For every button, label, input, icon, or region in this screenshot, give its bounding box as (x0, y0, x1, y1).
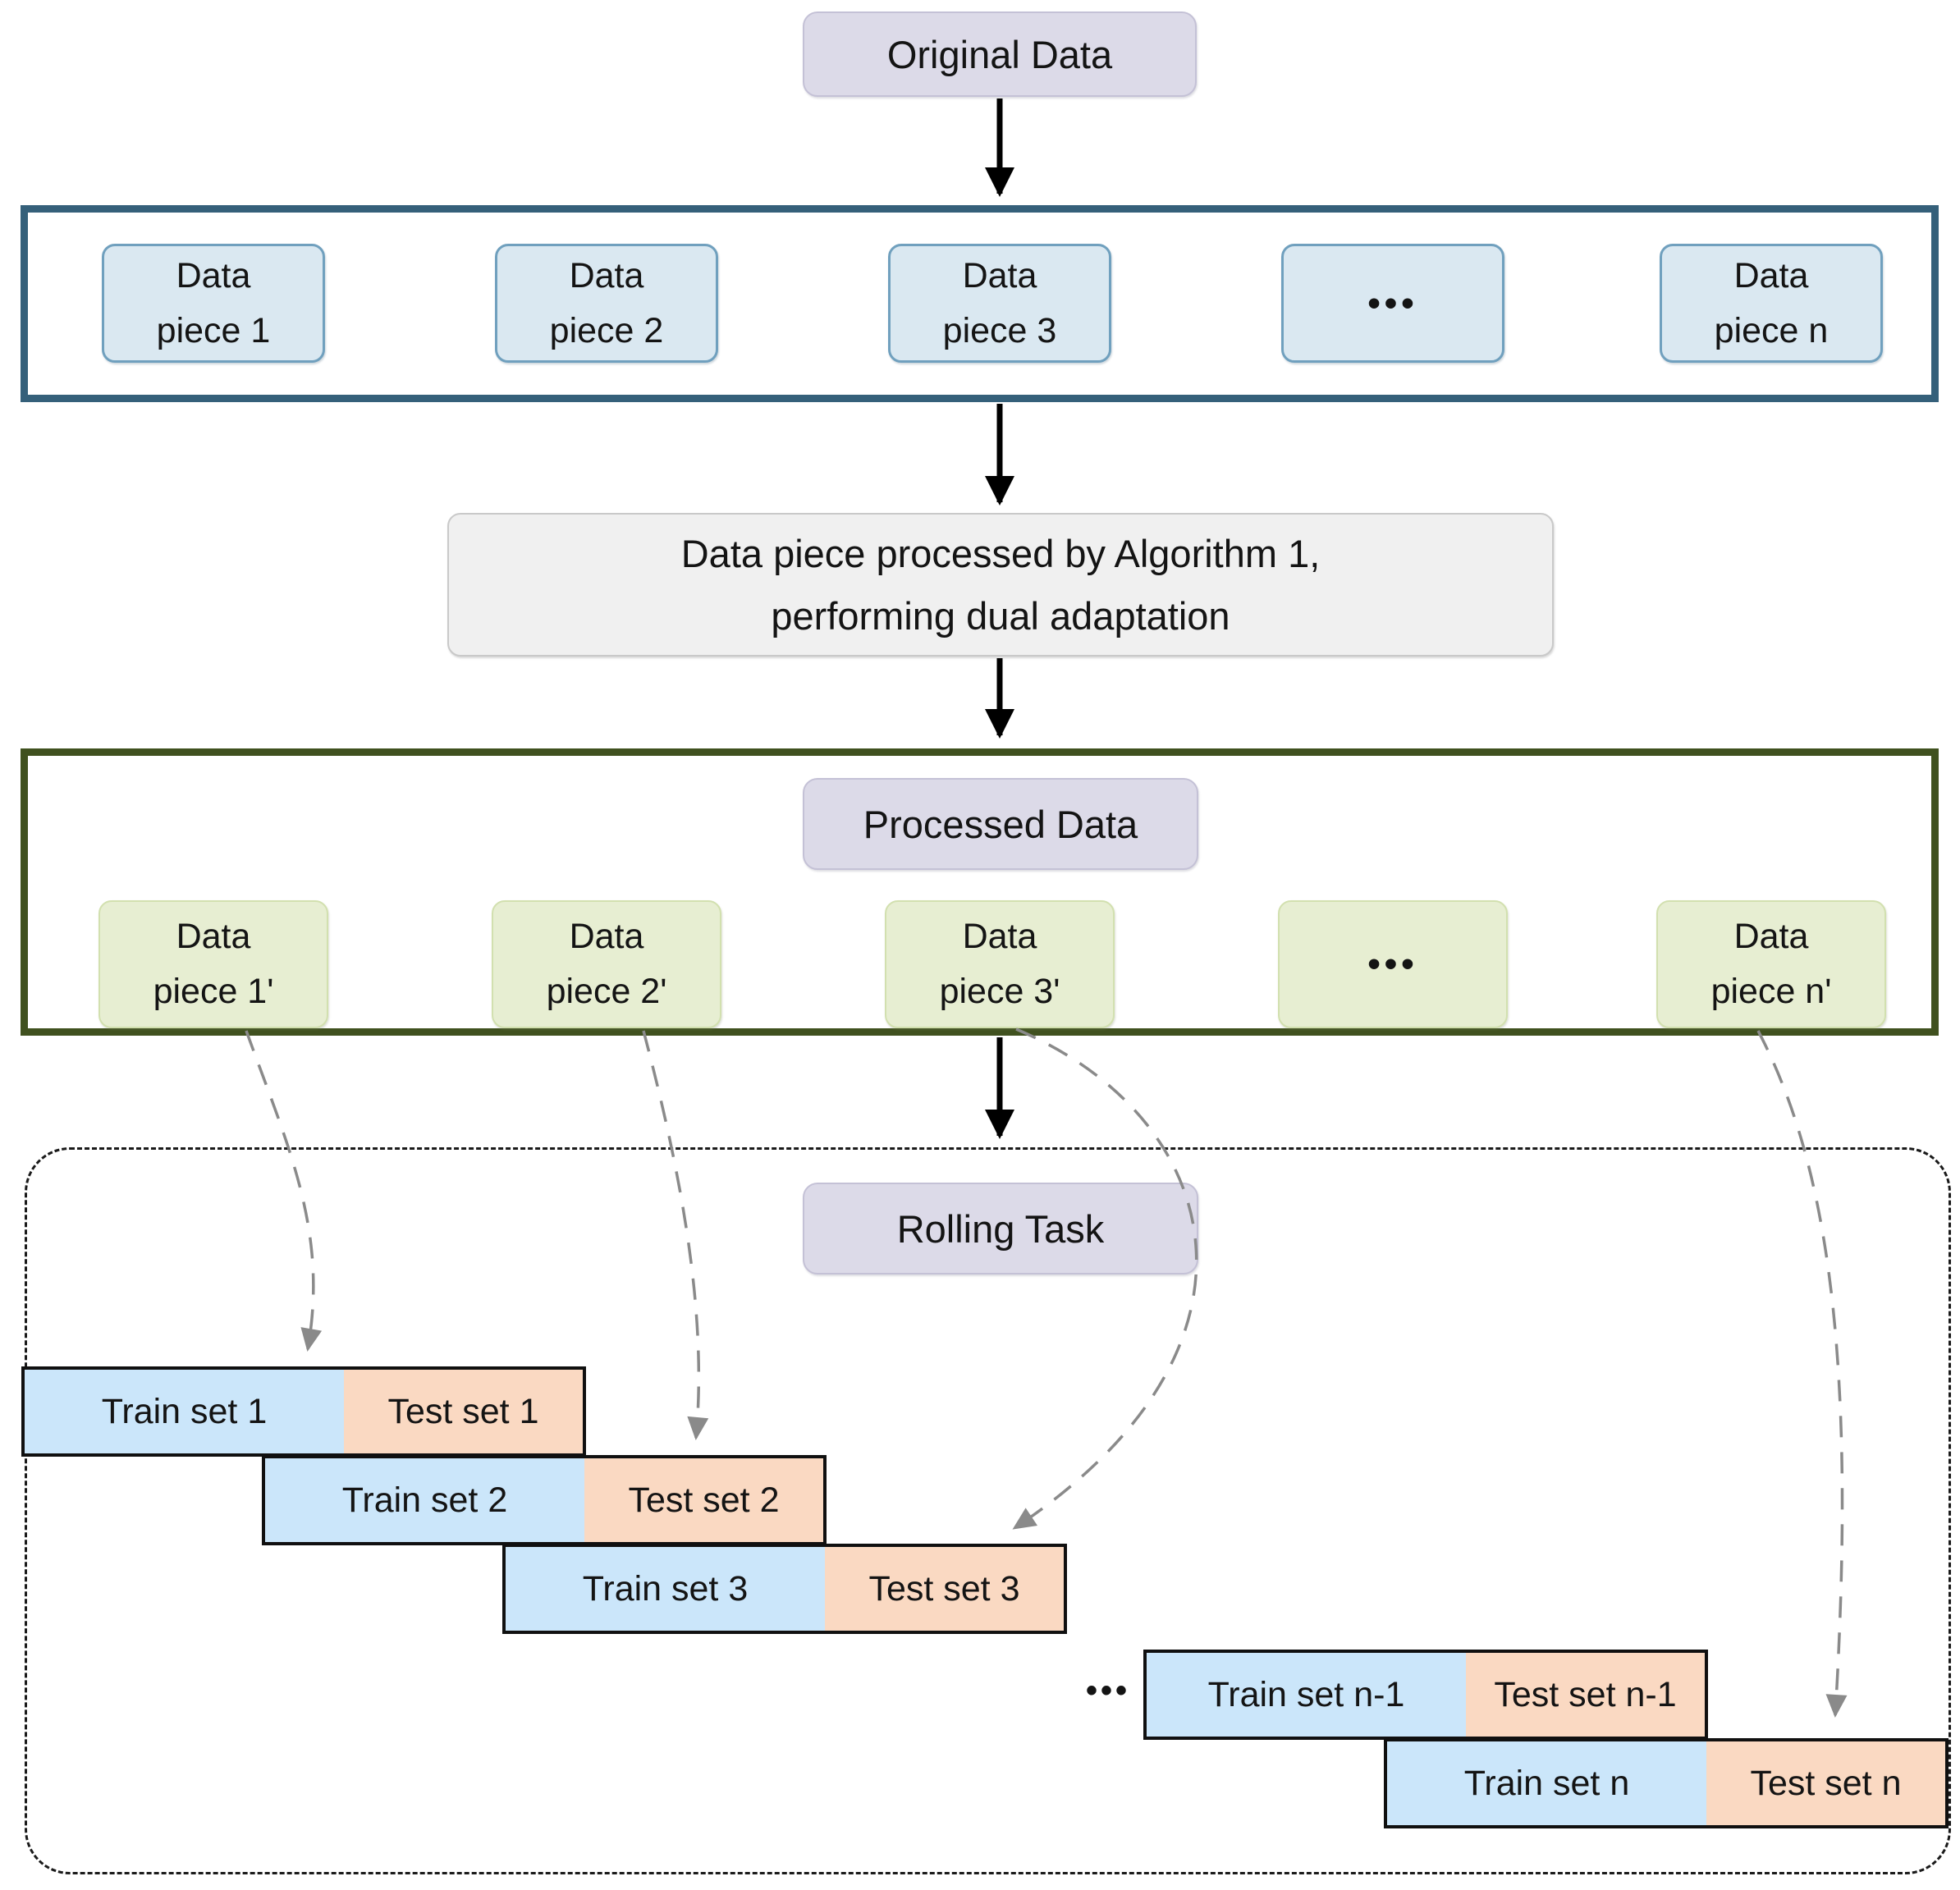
processed-piece-n-line2: piece n' (1710, 972, 1832, 1011)
processed-piece-3-line1: Data (962, 917, 1037, 957)
rolling-task-label: Rolling Task (896, 1206, 1105, 1251)
processed-piece-n-line1: Data (1733, 917, 1809, 957)
test-set-3-label: Test set 3 (868, 1568, 1020, 1609)
processed-piece-1-line1: Data (176, 917, 251, 957)
data-piece-3-line2: piece 3 (942, 310, 1057, 350)
ellipsis-text: ••• (1367, 282, 1418, 323)
train-set-2-label: Train set 2 (341, 1480, 508, 1520)
test-set-n-1-label: Test set n-1 (1494, 1674, 1677, 1714)
test-set-1-label: Test set 1 (387, 1391, 539, 1431)
ellipsis-text: ••• (1367, 944, 1418, 984)
data-piece-2: Data piece 2 (495, 244, 718, 363)
algorithm-note: Data piece processed by Algorithm 1, per… (447, 513, 1554, 657)
train-set-1-label: Train set 1 (101, 1391, 268, 1431)
algorithm-note-line1: Data piece processed by Algorithm 1, (680, 532, 1321, 576)
processed-piece-1: Data piece 1' (98, 900, 328, 1028)
processed-piece-n: Data piece n' (1656, 900, 1886, 1028)
processed-piece-3-line2: piece 3' (939, 972, 1060, 1011)
train-set-n-label: Train set n (1463, 1763, 1630, 1803)
data-piece-1: Data piece 1 (102, 244, 325, 363)
rolling-row-n-1: Train set n-1 Test set n-1 (1143, 1650, 1708, 1740)
data-piece-n-line1: Data (1733, 255, 1809, 295)
rolling-rows-ellipsis: ••• (1059, 1659, 1157, 1722)
train-set-3: Train set 3 (506, 1547, 825, 1631)
rolling-row-n: Train set n Test set n (1384, 1738, 1949, 1828)
train-set-n-1: Train set n-1 (1147, 1653, 1466, 1737)
algorithm-note-line2: performing dual adaptation (771, 593, 1230, 638)
data-piece-1-line1: Data (176, 255, 251, 295)
train-set-3-label: Train set 3 (582, 1568, 749, 1609)
processed-piece-1-line2: piece 1' (153, 972, 274, 1011)
original-data-container (21, 205, 1939, 402)
data-piece-1-line2: piece 1 (156, 310, 271, 350)
original-data-node: Original Data (803, 11, 1197, 97)
rolling-task-node: Rolling Task (803, 1183, 1198, 1274)
processed-piece-2-line2: piece 2' (546, 972, 667, 1011)
test-set-2-label: Test set 2 (628, 1480, 780, 1520)
processed-piece-2-line1: Data (569, 917, 644, 957)
rolling-row-3: Train set 3 Test set 3 (502, 1544, 1067, 1634)
data-piece-3-line1: Data (962, 255, 1037, 295)
test-set-3: Test set 3 (824, 1547, 1064, 1631)
original-data-label: Original Data (886, 32, 1113, 76)
processed-piece-ellipsis: ••• (1278, 900, 1508, 1028)
train-set-n: Train set n (1387, 1741, 1706, 1825)
test-set-n-label: Test set n (1750, 1763, 1902, 1803)
train-set-2: Train set 2 (265, 1458, 584, 1542)
train-set-1: Train set 1 (25, 1370, 344, 1453)
processed-data-node: Processed Data (803, 778, 1198, 870)
data-piece-n-line2: piece n (1714, 310, 1829, 350)
data-piece-ellipsis: ••• (1281, 244, 1504, 363)
rolling-task-container (25, 1147, 1951, 1874)
test-set-1: Test set 1 (343, 1370, 583, 1453)
data-piece-n: Data piece n (1660, 244, 1883, 363)
ellipsis-text: ••• (1085, 1672, 1130, 1709)
rolling-row-1: Train set 1 Test set 1 (21, 1366, 586, 1457)
rolling-row-2: Train set 2 Test set 2 (262, 1455, 827, 1545)
train-set-n-1-label: Train set n-1 (1207, 1674, 1405, 1714)
test-set-n: Test set n (1706, 1741, 1945, 1825)
test-set-2: Test set 2 (584, 1458, 823, 1542)
data-piece-2-line1: Data (569, 255, 644, 295)
processed-piece-2: Data piece 2' (492, 900, 721, 1028)
test-set-n-1: Test set n-1 (1465, 1653, 1705, 1737)
processed-data-label: Processed Data (863, 802, 1138, 846)
processed-piece-3: Data piece 3' (885, 900, 1115, 1028)
data-piece-3: Data piece 3 (888, 244, 1111, 363)
data-piece-2-line2: piece 2 (549, 310, 664, 350)
